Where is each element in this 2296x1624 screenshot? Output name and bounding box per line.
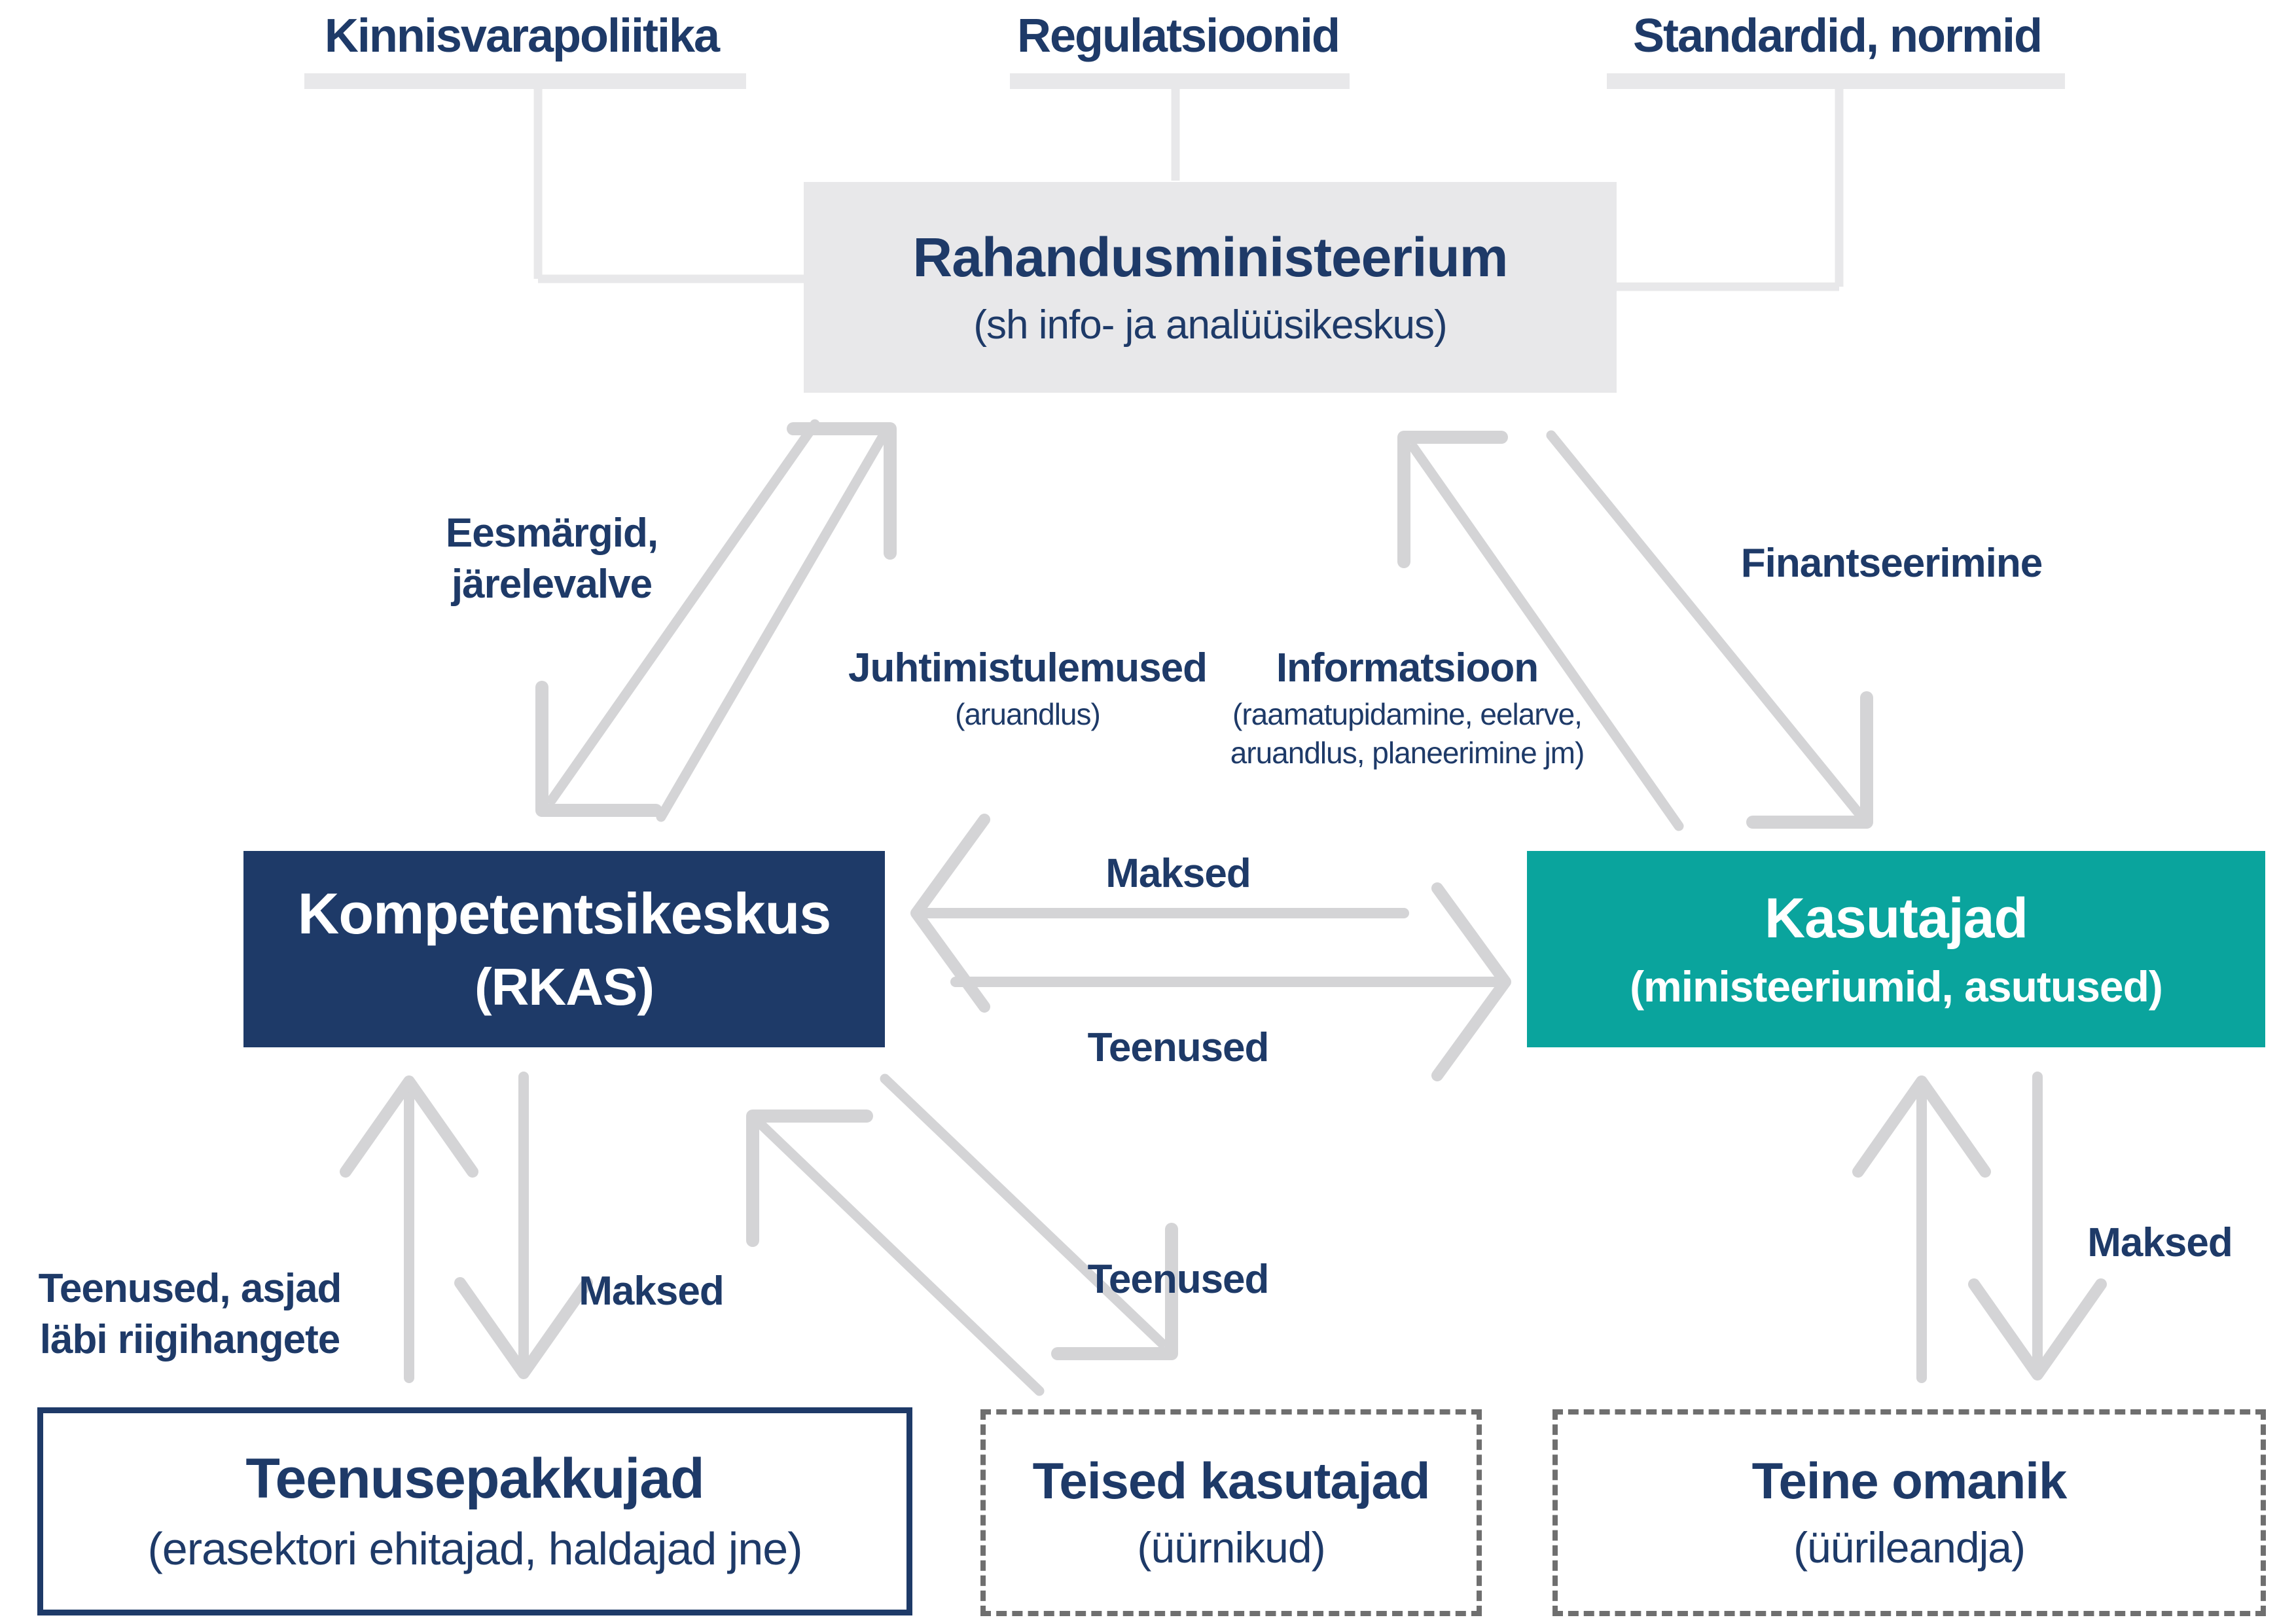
box-teised-kasutajad: Teised kasutajad (üürnikud) [980, 1409, 1482, 1616]
label-juhtimistulemused: Juhtimistulemused [848, 645, 1208, 691]
arrow-finantseerimine-down-right [1546, 430, 1873, 829]
box-kompetentsikeskus-title: Kompetentsikeskus [297, 880, 831, 946]
label-finantseerimine: Finantseerimine [1740, 541, 2043, 586]
arrow-teenused-diagonal-down-right [880, 1074, 1178, 1360]
box-teine-omanik: Teine omanik (üürileandja) [1552, 1409, 2266, 1616]
label-standardid-normid: Standardid, normid [1632, 10, 2043, 62]
label-teenused-asjad: Teenused, asjad läbi riigihangete [39, 1263, 342, 1365]
box-kompetentsikeskus: Kompetentsikeskus (RKAS) [243, 851, 885, 1047]
label-maksed-left: Maksed [579, 1269, 724, 1314]
arrow-maksed-up-right-pair [1852, 1075, 1991, 1383]
label-informatsioon-sub: (raamatupidamine, eelarve, aruandlus, pl… [1230, 695, 1585, 772]
label-eesmargid-line1: Eesmärgid, [445, 511, 658, 556]
connector-kinnisvarapoliitika [304, 73, 809, 283]
label-eesmargid-jarelevalve: Eesmärgid, järelevalve [446, 508, 658, 609]
box-kasutajad-title: Kasutajad [1764, 887, 2028, 950]
box-teenusepakkujad: Teenusepakkujad (erasektori ehitajad, ha… [37, 1407, 912, 1615]
label-maksed-right: Maksed [2087, 1220, 2233, 1265]
label-teenused-center: Teenused [1087, 1025, 1270, 1070]
connector-regulatsioonid [1010, 73, 1350, 181]
box-kompetentsikeskus-subtitle: (RKAS) [475, 958, 655, 1017]
arrow-teenused-diagonal-up-left [746, 1110, 1045, 1396]
label-informatsioon-sub-line1: (raamatupidamine, eelarve, [1232, 697, 1583, 731]
box-rahandusministeerium-title: Rahandusministeerium [912, 226, 1509, 289]
connector-standardid [1607, 73, 2065, 291]
arrow-maksed-left [910, 814, 1409, 1013]
arrow-maksed-down-left-pair [454, 1072, 593, 1379]
box-kasutajad: Kasutajad (ministeeriumid, asutused) [1527, 851, 2265, 1047]
label-eesmargid-line2: järelevalve [451, 561, 653, 607]
box-teenusepakkujad-title: Teenusepakkujad [245, 1447, 704, 1511]
arrow-teenused-asjad-up [340, 1075, 478, 1383]
box-kasutajad-subtitle: (ministeeriumid, asutused) [1630, 962, 2163, 1011]
box-teine-omanik-subtitle: (üürileandja) [1793, 1523, 2026, 1572]
label-juhtimistulemused-sub: (aruandlus) [955, 697, 1101, 731]
label-teenused-asjad-line1: Teenused, asjad [38, 1266, 342, 1311]
arrow-juhtimistulemused-up-right [656, 422, 897, 822]
label-maksed-center: Maksed [1105, 851, 1251, 896]
box-teised-kasutajad-subtitle: (üürnikud) [1137, 1523, 1325, 1572]
label-informatsioon: Informatsioon [1276, 645, 1539, 691]
label-teenused-asjad-line2: läbi riigihangete [39, 1316, 340, 1362]
arrow-informatsioon-up-left [1397, 431, 1684, 831]
arrow-eesmargid-down-left [535, 419, 820, 817]
box-teine-omanik-title: Teine omanik [1751, 1452, 2068, 1510]
box-rahandusministeerium: Rahandusministeerium (sh info- ja analüü… [804, 182, 1617, 393]
label-regulatsioonid: Regulatsioonid [1017, 10, 1340, 62]
box-rahandusministeerium-subtitle: (sh info- ja analüüsikeskus) [973, 302, 1447, 348]
arrow-maksed-down-right-pair [1968, 1072, 2107, 1380]
label-informatsioon-sub-line2: aruandlus, planeerimine jm) [1230, 735, 1585, 770]
box-teenusepakkujad-subtitle: (erasektori ehitajad, haldajad jne) [147, 1523, 802, 1575]
box-teised-kasutajad-title: Teised kasutajad [1032, 1452, 1431, 1510]
label-teenused-diagonal: Teenused [1087, 1257, 1270, 1302]
arrow-teenused-right [950, 882, 1511, 1081]
label-kinnisvarapoliitika: Kinnisvarapoliitika [324, 10, 720, 62]
